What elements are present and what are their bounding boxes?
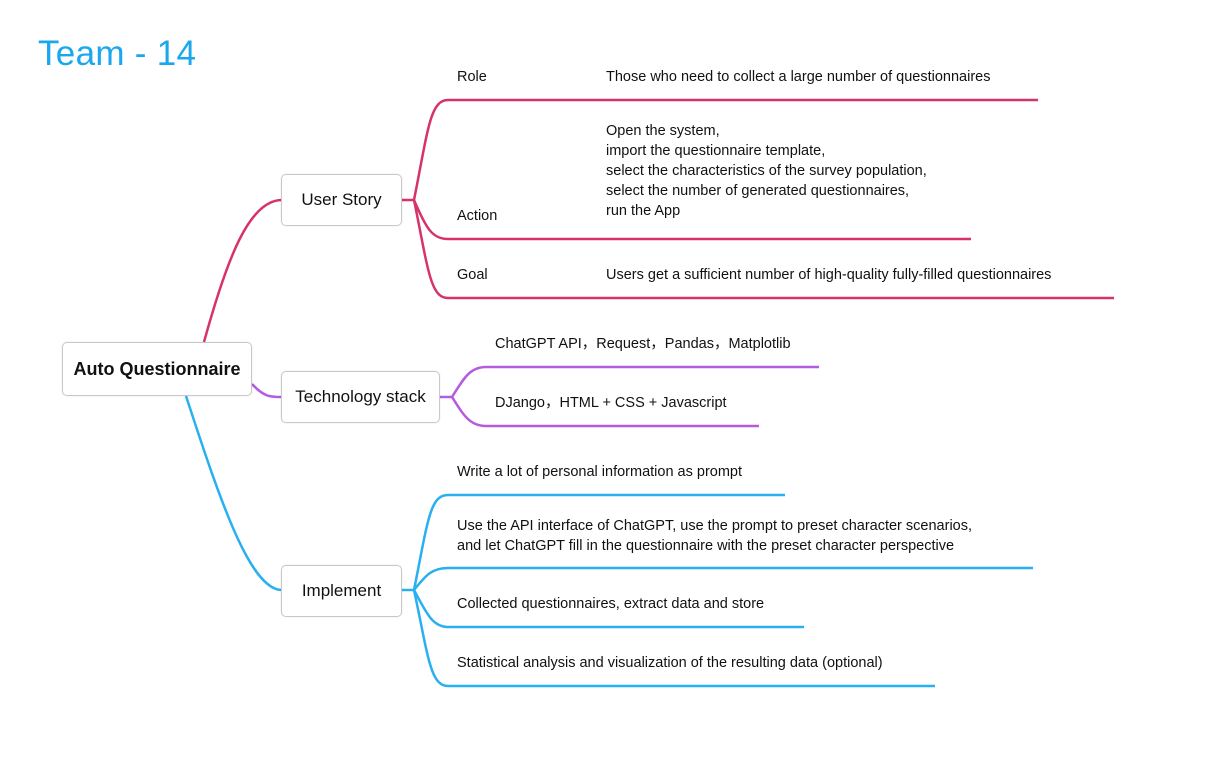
action-line-4: select the number of generated questionn… — [606, 183, 910, 199]
branch-node-technology-stack[interactable]: Technology stack — [281, 371, 440, 423]
goal-key: Goal — [457, 267, 488, 283]
impl-item-1: Write a lot of personal information as p… — [457, 464, 743, 480]
role-value: Those who need to collect a large number… — [606, 69, 991, 85]
action-line-5: run the App — [606, 203, 681, 219]
branch-node-implement[interactable]: Implement — [281, 565, 402, 617]
connector-root-tech-stack — [251, 383, 283, 399]
action-line-3: select the characteristics of the survey… — [606, 163, 927, 179]
root-node-auto-questionnaire[interactable]: Auto Questionnaire — [62, 342, 252, 396]
connector-root-implement — [184, 395, 283, 592]
connector-impl-item-2 — [413, 566, 1033, 591]
connector-impl-item-1 — [412, 493, 785, 591]
tech-item-1: ChatGPT API，Request，Pandas，Matplotlib — [495, 336, 791, 352]
action-line-1: Open the system, — [606, 123, 720, 139]
connector-tech-item-2 — [450, 396, 759, 428]
role-key: Role — [457, 69, 487, 85]
impl-item-3: Collected questionnaires, extract data a… — [457, 596, 765, 612]
connector-root-user-story — [202, 198, 283, 343]
connector-action — [412, 199, 971, 241]
tech-item-2: DJango，HTML + CSS + Javascript — [495, 395, 727, 411]
connector-goal — [412, 199, 1114, 300]
connector-role — [412, 98, 1038, 201]
action-key: Action — [457, 208, 498, 224]
impl-item-2: Use the API interface of ChatGPT, use th… — [457, 518, 973, 554]
connector-impl-item-3 — [412, 589, 804, 629]
action-line-2: import the questionnaire template, — [606, 143, 826, 159]
goal-value: Users get a sufficient number of high-qu… — [606, 267, 1052, 283]
impl-item-4: Statistical analysis and visualization o… — [457, 655, 883, 671]
connector-tech-item-1 — [450, 365, 819, 398]
team-title: Team - 14 — [38, 34, 197, 73]
branch-node-user-story[interactable]: User Story — [281, 174, 402, 226]
connector-impl-item-4 — [412, 589, 935, 688]
